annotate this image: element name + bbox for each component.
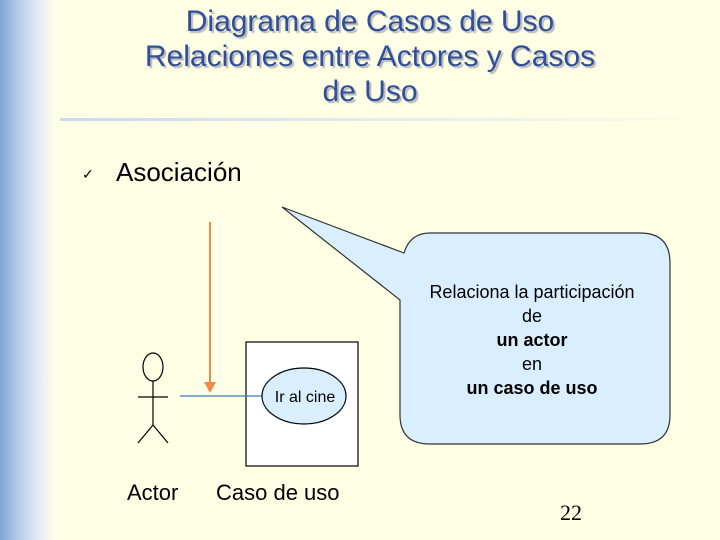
callout-line-2: de xyxy=(521,306,543,326)
callout-line-3: un actor xyxy=(496,330,568,350)
page-number: 22 xyxy=(560,500,582,525)
title-line-2: Relaciones entre Actores y Casos xyxy=(144,40,596,73)
callout-line-4: en xyxy=(521,354,543,374)
usecase-name: Ir al cine xyxy=(274,389,336,406)
checkmark-icon: ✓ xyxy=(82,166,94,182)
actor-stick-figure xyxy=(137,352,169,444)
callout-line-5: un caso de uso xyxy=(466,378,598,398)
callout-bubble xyxy=(281,206,671,445)
callout-line-1: Relaciona la participación xyxy=(429,282,635,302)
callout-text: Relaciona la participación de un actor e… xyxy=(404,280,660,400)
left-gradient-band xyxy=(0,0,55,540)
pointer-arrow-head xyxy=(204,382,216,393)
usecase-label: Caso de uso xyxy=(216,480,340,505)
title-underline xyxy=(60,118,720,121)
usecase-ellipse xyxy=(261,367,347,425)
actor-label: Actor xyxy=(127,480,179,505)
title-line-3: de Uso xyxy=(322,75,418,108)
title-line-1: Diagrama de Casos de Uso xyxy=(185,5,555,38)
page-title: Diagrama de Casos de Uso Relaciones entr… xyxy=(60,4,680,109)
bullet-text: Asociación xyxy=(116,157,242,187)
